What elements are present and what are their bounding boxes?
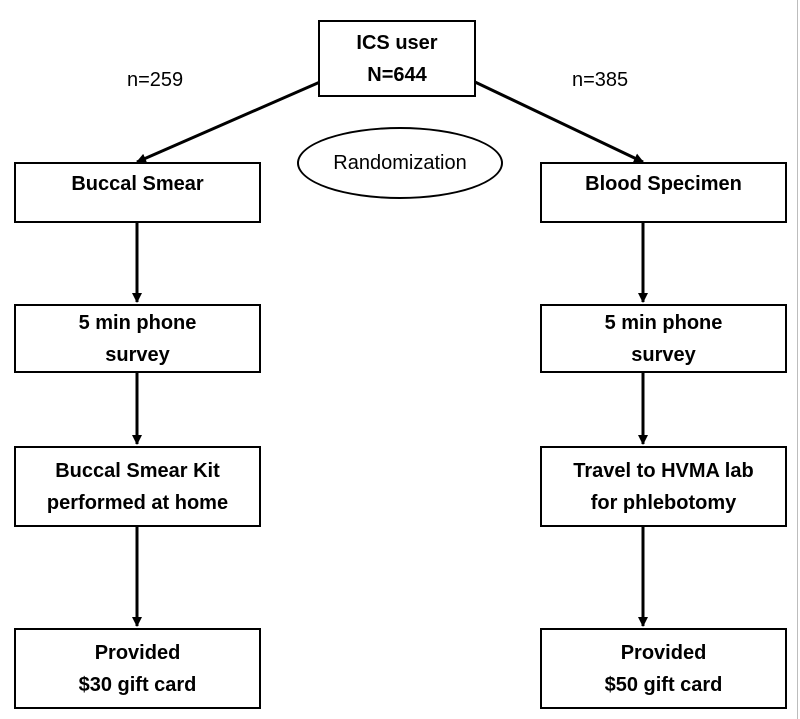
randomization-ellipse: Randomization [297,127,503,199]
node-left-step-4-line1: Provided [94,641,181,664]
node-left-step-1: Buccal Smear [14,162,261,223]
node-left-step-3-line2: performed at home [46,491,229,514]
arrow-top-to-left [136,80,321,164]
image-edge-line [797,0,798,719]
right-count-label: n=385 [572,69,629,91]
node-left-step-4-line2: $30 gift card [78,673,197,696]
node-ics-user-line1: ICS user [356,31,438,54]
node-right-step-2-line2: survey [631,343,696,366]
node-right-step-3: Travel to HVMA lab for phlebotomy [540,446,787,527]
node-ics-user-line2: N=644 [367,63,427,86]
randomization-label: Randomization [333,151,467,174]
node-left-step-3: Buccal Smear Kit performed at home [14,446,261,527]
node-left-step-2-line1: 5 min phone [78,311,197,334]
left-count-label: n=259 [127,69,184,91]
node-right-step-4: Provided $50 gift card [540,628,787,709]
arrow-top-to-right [474,80,644,164]
node-left-step-3-line1: Buccal Smear Kit [55,459,220,482]
node-left-step-4: Provided $30 gift card [14,628,261,709]
node-left-step-1-line1: Buccal Smear [71,173,204,195]
node-ics-user: ICS user N=644 [318,20,476,97]
node-right-step-4-line2: $50 gift card [604,673,723,696]
node-left-step-2-line2: survey [105,343,170,366]
node-right-step-1-line1: Blood Specimen [585,173,742,195]
node-right-step-1: Blood Specimen [540,162,787,223]
node-right-step-2: 5 min phone survey [540,304,787,373]
node-right-step-3-line2: for phlebotomy [590,491,737,514]
node-right-step-3-line1: Travel to HVMA lab [573,459,754,482]
node-right-step-2-line1: 5 min phone [604,311,723,334]
node-left-step-2: 5 min phone survey [14,304,261,373]
node-right-step-4-line1: Provided [620,641,707,664]
